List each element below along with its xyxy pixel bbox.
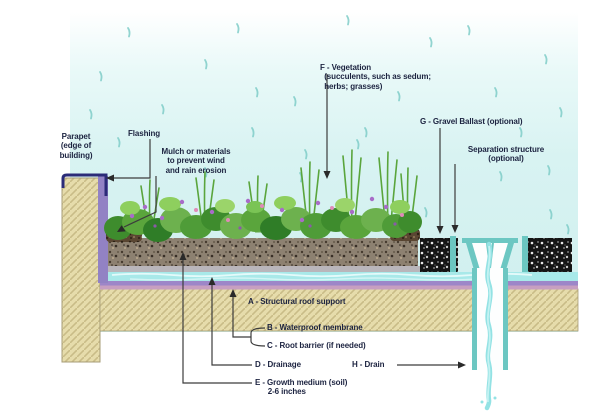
growth-medium-label: E - Growth medium (soil) 2-6 inches bbox=[255, 378, 348, 397]
raindrop-icon bbox=[467, 25, 471, 36]
raindrop-icon bbox=[549, 209, 553, 220]
drain-label: H - Drain bbox=[352, 360, 385, 369]
raindrop-icon bbox=[99, 71, 103, 82]
raindrop-icon bbox=[293, 96, 297, 107]
plant-canopy bbox=[104, 196, 422, 242]
raindrop-icon bbox=[566, 224, 570, 235]
separation-structure-label: Separation structure (optional) bbox=[467, 145, 545, 164]
raindrop-icon bbox=[519, 127, 523, 138]
gravel-ballast-label: G - Gravel Ballast (optional) bbox=[420, 117, 523, 126]
mulch-label: Mulch or materials to prevent wind and r… bbox=[161, 147, 231, 175]
vegetation-plants bbox=[104, 149, 422, 242]
vegetation-label: F - Vegetation (succulents, such as sedu… bbox=[320, 63, 431, 91]
leader-mulch bbox=[123, 176, 157, 228]
drainage-label: D - Drainage bbox=[255, 360, 301, 369]
drain-water-flow bbox=[480, 241, 497, 411]
raindrop-icon bbox=[236, 23, 240, 34]
flashing-detail bbox=[61, 173, 108, 283]
raindrop-icon bbox=[251, 127, 255, 138]
leader-lines bbox=[106, 74, 466, 384]
leader-growth-medium bbox=[182, 259, 252, 384]
raindrop-icon bbox=[544, 54, 548, 65]
raindrop-icon bbox=[559, 107, 563, 118]
growth-medium-soil bbox=[108, 238, 418, 266]
parapet-label: Parapet (edge of building) bbox=[59, 132, 93, 160]
raindrop-icon bbox=[204, 59, 208, 70]
root-barrier-layer bbox=[100, 285, 578, 290]
raindrop-icon bbox=[304, 149, 308, 160]
gravel-ballast-right bbox=[527, 238, 572, 272]
flowers bbox=[129, 196, 404, 230]
raindrop-icon bbox=[364, 127, 368, 138]
roof-layers bbox=[100, 266, 578, 290]
raindrop-icon bbox=[429, 37, 433, 48]
waterproof-membrane-layer bbox=[100, 281, 578, 286]
roof-support-label: A - Structural roof support bbox=[248, 297, 346, 306]
raindrop-icon bbox=[89, 109, 93, 120]
waterproof-membrane-label: B - Waterproof membrane bbox=[267, 323, 363, 332]
root-barrier-label: C - Root barrier (if needed) bbox=[267, 341, 366, 350]
raindrop-icon bbox=[346, 15, 350, 26]
leader-flashing bbox=[112, 139, 151, 179]
raindrop-icon bbox=[397, 91, 401, 102]
raindrop-icon bbox=[494, 87, 498, 98]
raindrop-icon bbox=[547, 165, 551, 176]
raindrop-icon bbox=[499, 171, 503, 182]
raindrop-icon bbox=[204, 167, 208, 178]
raindrop-icon bbox=[424, 207, 428, 218]
leader-drainage bbox=[211, 284, 252, 366]
raindrop-icon bbox=[255, 87, 259, 98]
drainage-mat-layer bbox=[106, 266, 456, 272]
rain-drops bbox=[89, 15, 570, 235]
raindrop-icon bbox=[356, 139, 360, 150]
flashing-label: Flashing bbox=[128, 129, 161, 138]
leader-membranes bbox=[232, 296, 266, 347]
raindrop-icon bbox=[117, 137, 121, 148]
raindrop-icon bbox=[161, 104, 165, 115]
parapet-wall bbox=[61, 177, 101, 363]
raindrop-icon bbox=[127, 27, 131, 38]
